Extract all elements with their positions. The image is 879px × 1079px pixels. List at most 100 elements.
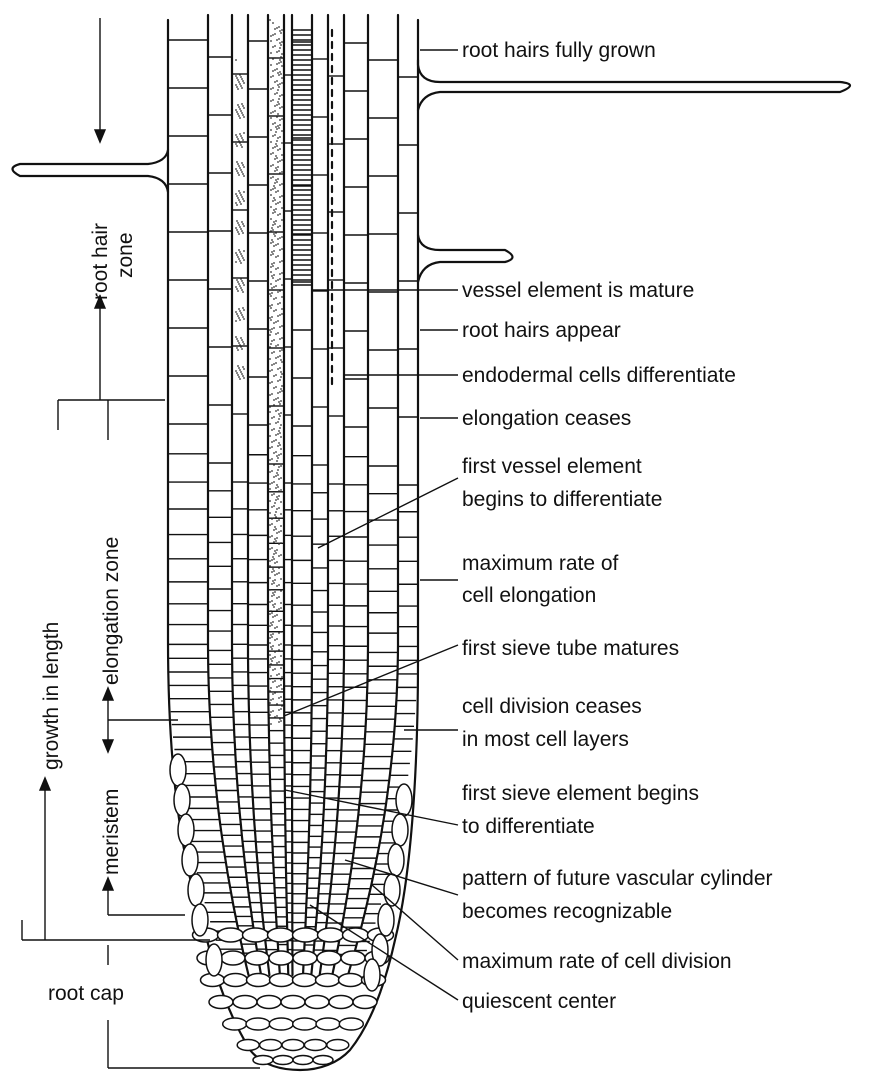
stipple-dot: [235, 168, 237, 170]
stipple-dot: [270, 658, 272, 660]
stipple-dot: [272, 604, 274, 606]
stipple-dot: [272, 289, 274, 291]
stipple-dot: [269, 358, 271, 360]
stipple-dot: [281, 385, 283, 387]
stipple-dot: [272, 645, 274, 647]
stipple-dot: [269, 483, 271, 485]
stipple-dot: [277, 190, 279, 192]
stipple-dot: [277, 178, 279, 180]
stipple-dot: [270, 242, 272, 244]
stipple-dot: [273, 505, 275, 507]
stipple-dot: [241, 255, 243, 257]
stipple-dot: [271, 624, 273, 626]
stipple-dot: [240, 144, 242, 146]
stipple-dot: [274, 526, 276, 528]
stipple-dot: [242, 316, 244, 318]
stipple-dot: [274, 182, 276, 184]
stipple-dot: [281, 325, 283, 327]
stipple-dot: [269, 654, 271, 656]
cap-cell: [282, 1040, 304, 1051]
stipple-dot: [271, 470, 273, 472]
stipple-dot: [272, 34, 274, 36]
stipple-dot: [242, 366, 244, 368]
cap-cell: [281, 996, 305, 1009]
cap-cell: [260, 1040, 282, 1051]
stipple-dot: [269, 512, 271, 514]
cap-cell: [223, 1018, 247, 1030]
cap-cell: [221, 951, 245, 965]
stipple-dot: [236, 77, 238, 79]
stipple-dot: [273, 298, 275, 300]
stipple-dot: [278, 98, 280, 100]
stipple-dot: [277, 149, 279, 151]
stipple-dot: [241, 162, 243, 164]
stipple-dot: [281, 82, 283, 84]
cap-cell: [246, 1018, 270, 1030]
stipple-dot: [278, 490, 280, 492]
stipple-dot: [236, 111, 238, 113]
stipple-dot: [281, 231, 283, 233]
stipple-dot: [269, 435, 271, 437]
stipple-dot: [238, 367, 240, 369]
stipple-dot: [273, 529, 275, 531]
stipple-dot: [241, 339, 243, 341]
stipple-dot: [273, 493, 275, 495]
stipple-dot: [280, 578, 282, 580]
stipple-dot: [272, 277, 274, 279]
stipple-dot: [240, 169, 242, 171]
stipple-dot: [235, 134, 237, 136]
stipple-dot: [273, 339, 275, 341]
stipple-dot: [280, 530, 282, 532]
stipple-dot: [270, 230, 272, 232]
stipple-dot: [241, 221, 243, 223]
stipple-dot: [240, 194, 242, 196]
stipple-dot: [238, 190, 240, 192]
stipple-dot: [278, 596, 280, 598]
stipple-dot: [280, 696, 282, 698]
stipple-dot: [280, 359, 282, 361]
stipple-dot: [280, 436, 282, 438]
stipple-dot: [281, 248, 283, 250]
stipple-dot: [277, 315, 279, 317]
stipple-dot: [280, 465, 282, 467]
stipple-dot: [270, 153, 272, 155]
stipple-dot: [270, 112, 272, 114]
stipple-dot: [271, 571, 273, 573]
cap-cell: [209, 996, 233, 1009]
stipple-dot: [274, 591, 276, 593]
stipple-dot: [278, 620, 280, 622]
label-root-hairs-fully-grown: root hairs fully grown: [462, 39, 656, 62]
stipple-dot: [272, 633, 274, 635]
stipple-dot: [280, 388, 282, 390]
stipple-dot: [280, 412, 282, 414]
stipple-dot: [273, 197, 275, 199]
stipple-dot: [239, 108, 241, 110]
stipple-dot: [279, 71, 281, 73]
stipple-dot: [273, 387, 275, 389]
stipple-dot: [272, 698, 274, 700]
stipple-dot: [280, 679, 282, 681]
stipple-dot: [274, 105, 276, 107]
stipple-dot: [270, 35, 272, 37]
stipple-dot: [279, 196, 281, 198]
stipple-dot: [270, 711, 272, 713]
stipple-dot: [236, 86, 238, 88]
stipple-dot: [276, 638, 278, 640]
stipple-dot: [279, 213, 281, 215]
stipple-dot: [270, 165, 272, 167]
cap-cell: [218, 928, 244, 942]
stipple-dot: [237, 163, 239, 165]
cap-cell: [318, 928, 344, 942]
label-first-vessel-element-line1: first vessel element: [462, 455, 642, 478]
stipple-dot: [275, 126, 277, 128]
stipple-dot: [272, 70, 274, 72]
stipple-dot: [278, 543, 280, 545]
stipple-dot: [275, 268, 277, 270]
stipple-dot: [238, 165, 240, 167]
stipple-dot: [277, 344, 279, 346]
stipple-dot: [235, 109, 237, 111]
stipple-dot: [273, 594, 275, 596]
stipple-dot: [236, 136, 238, 138]
stipple-dot: [237, 256, 239, 258]
